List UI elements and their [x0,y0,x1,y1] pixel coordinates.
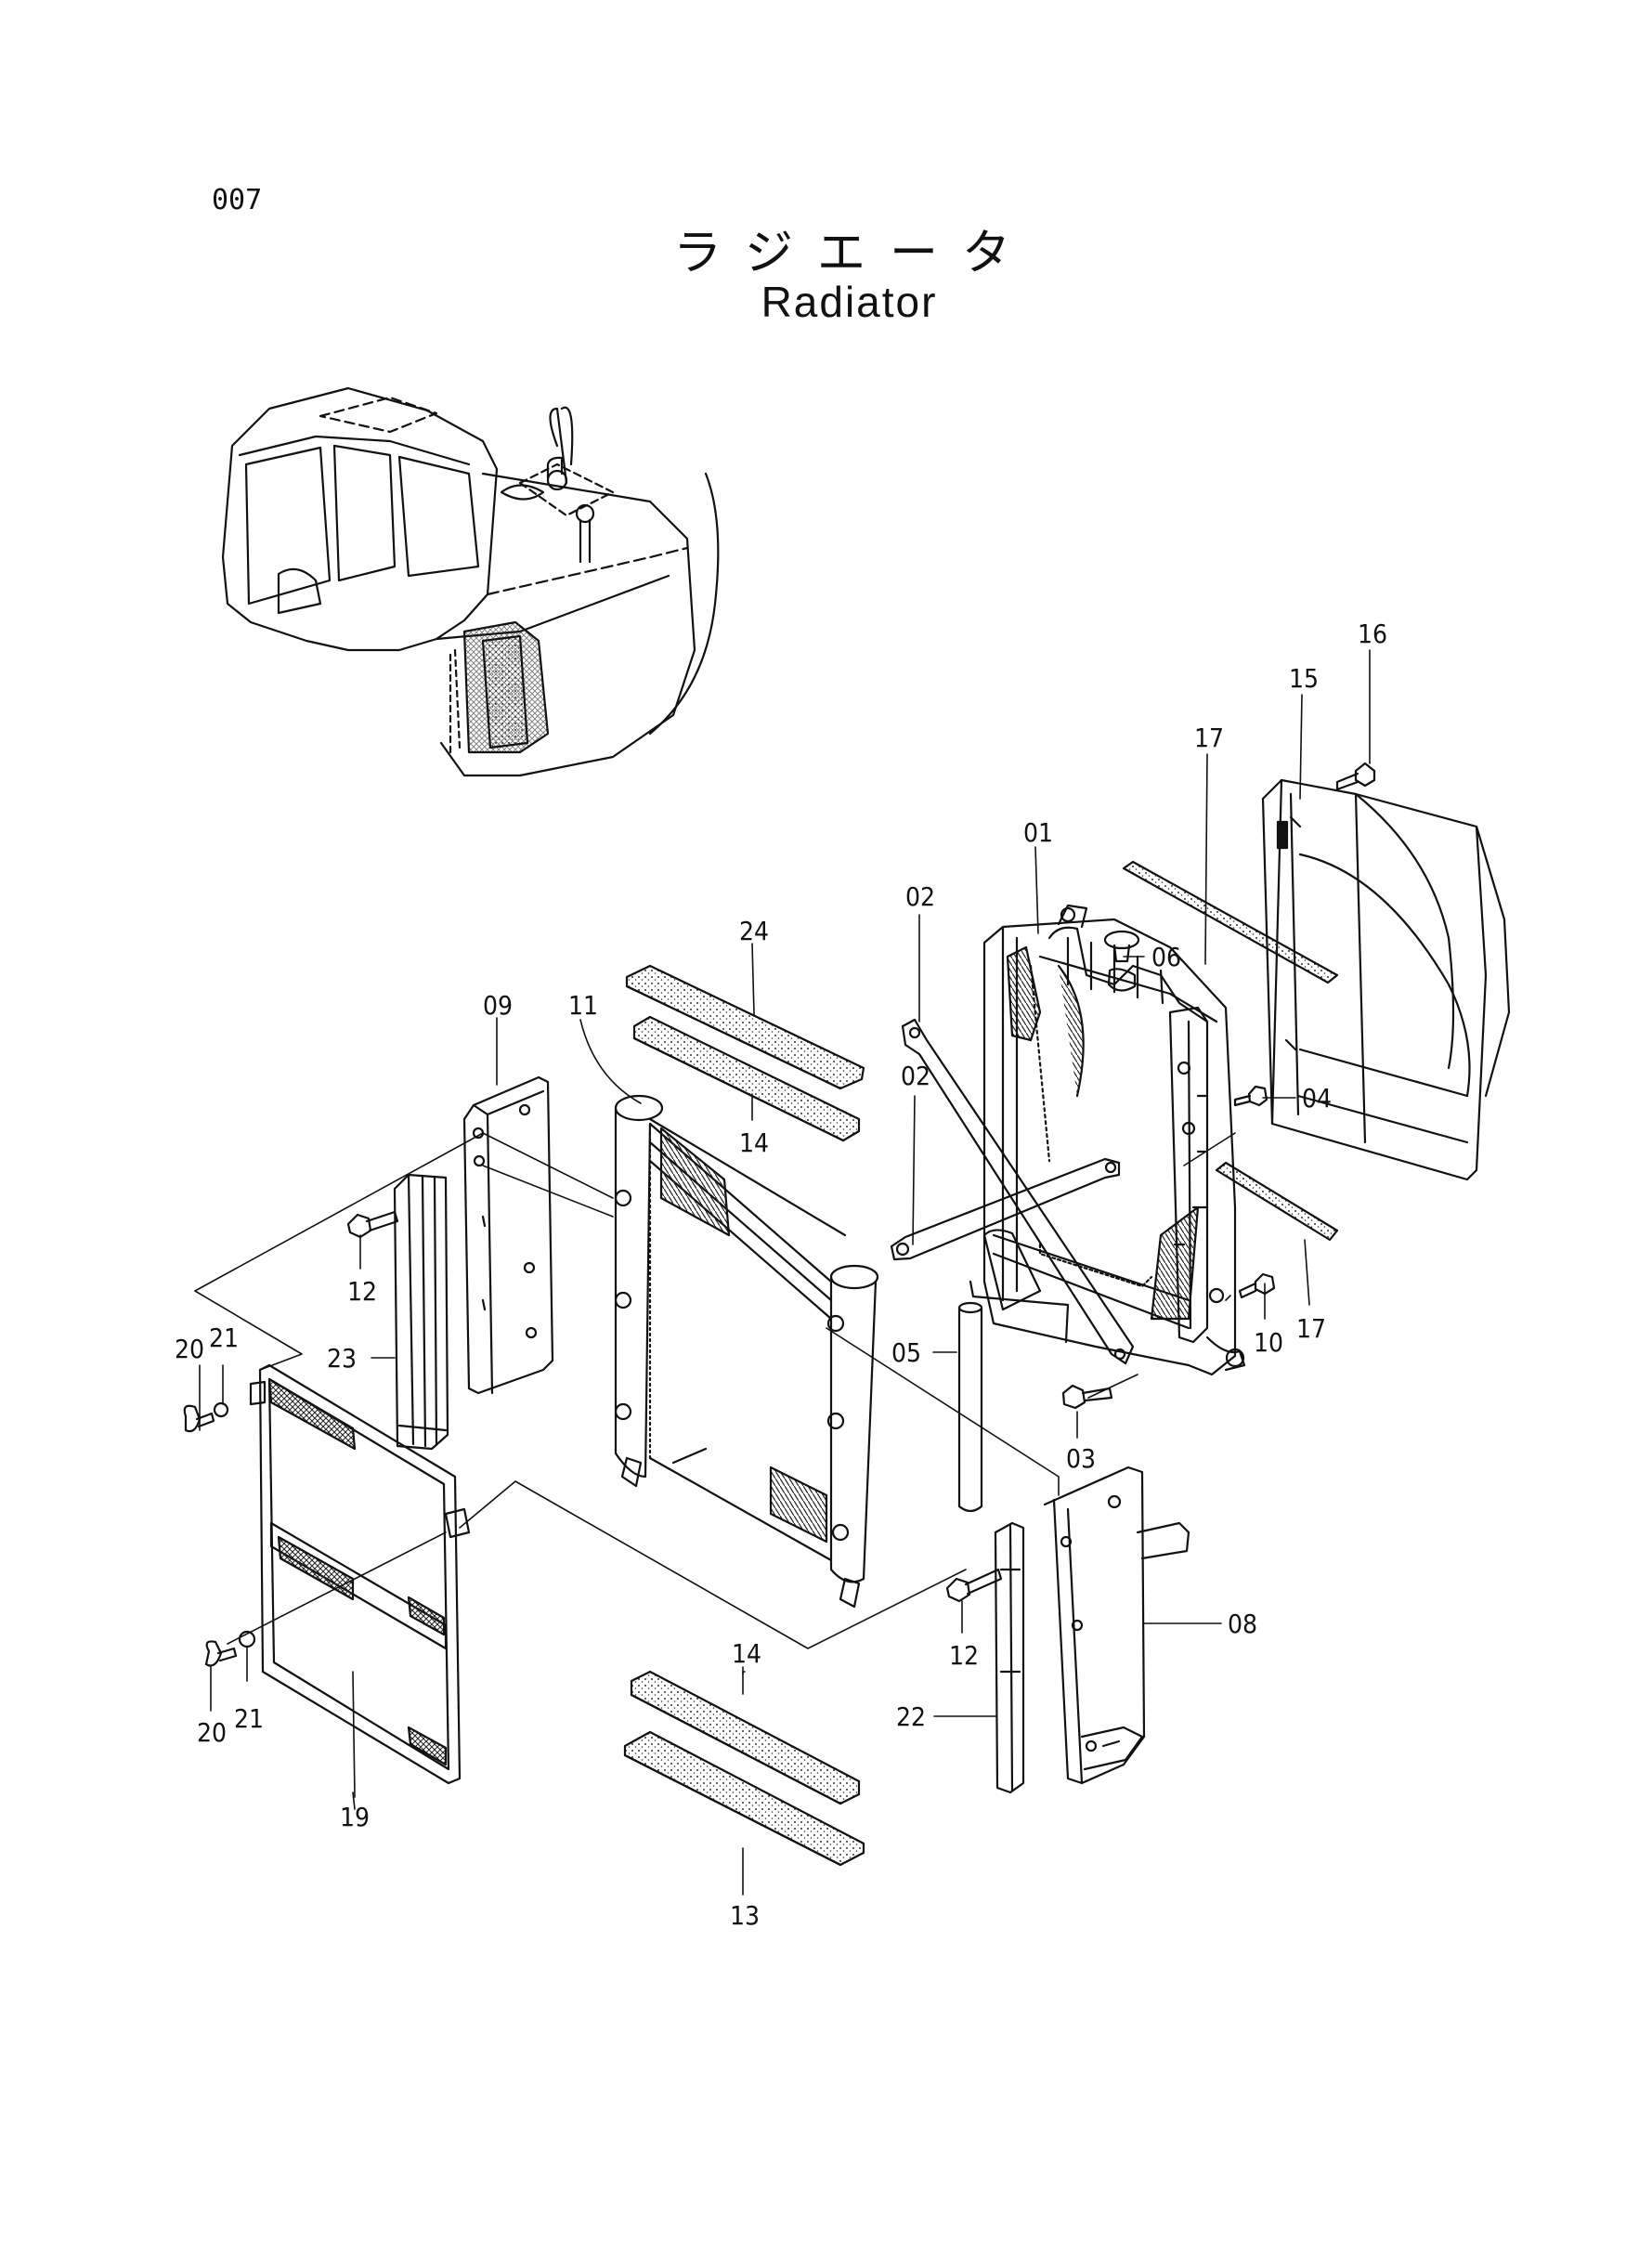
callout-22: 22 [896,1701,926,1732]
reference-lines [194,1132,1236,1649]
seal-strip-17-lower [1215,1161,1339,1242]
seal-22 [994,1521,1025,1794]
callout-15: 15 [1289,663,1319,694]
stay-rod-02-short [890,1157,1121,1261]
seal-13 [623,1730,865,1867]
callout-24: 24 [739,916,769,946]
bolt-10 [1238,1272,1276,1299]
callout-17-upper: 17 [1194,723,1224,753]
leader-lines [199,649,1371,1896]
callout-12-left: 12 [347,1276,377,1307]
callout-19: 19 [340,1802,370,1832]
callout-23: 23 [327,1343,357,1374]
excavator-overview-illustration [221,386,720,777]
title-english: Radiator [761,278,938,326]
seal-14-upper [632,1015,861,1142]
callout-16: 16 [1358,619,1387,649]
oil-cooler-11 [614,1094,879,1609]
seal-24 [625,964,865,1090]
callout-09: 09 [483,990,513,1021]
title-japanese: ラジエータ [673,226,1034,281]
fan-shroud-15 [1261,778,1511,1181]
bolt-12-right [945,1568,1003,1603]
stay-rod-02-long [901,1018,1135,1365]
washer-21-upper [213,1401,229,1418]
seal-strip-17-upper [1122,860,1339,984]
bracket-08 [1043,1466,1190,1785]
hose-05 [957,1301,983,1513]
bracket-09 [462,1075,554,1395]
seal-23 [393,1173,449,1451]
callout-21-upper: 21 [209,1322,239,1353]
bolt-04 [1233,1085,1268,1107]
screen-19 [249,1363,471,1785]
radiator-core-01 [982,904,1246,1376]
callout-20-upper: 20 [175,1334,204,1364]
bolt-16 [1335,762,1376,791]
callout-03: 03 [1066,1443,1096,1474]
bolt-03 [1061,1384,1113,1410]
callout-08: 08 [1228,1609,1257,1639]
callout-12-right: 12 [949,1640,979,1671]
callout-21-lower: 21 [234,1703,264,1734]
wing-bolt-20-lower [204,1640,238,1667]
callout-10: 10 [1254,1327,1283,1358]
callout-17-lower: 17 [1296,1313,1326,1344]
callout-14-lower: 14 [732,1638,761,1669]
bolt-12-left [346,1210,399,1239]
callout-02-lower: 02 [901,1061,930,1091]
callout-05: 05 [891,1337,921,1368]
hose-05-leader [969,1280,1070,1344]
callout-06: 06 [1151,942,1181,972]
callout-04: 04 [1302,1083,1332,1114]
radiator-cap-06 [1103,930,1140,992]
callout-13: 13 [730,1900,760,1931]
seal-14-lower [630,1670,861,1805]
callout-01: 01 [1023,817,1053,848]
part-callouts: 01 02 02 03 04 05 06 08 09 10 11 12 12 1… [175,619,1387,1931]
callout-11: 11 [568,990,598,1021]
page-number: 007 [212,184,263,216]
callout-02-upper: 02 [905,881,935,912]
callout-20-lower: 20 [197,1717,227,1748]
callout-14-upper: 14 [739,1127,769,1158]
